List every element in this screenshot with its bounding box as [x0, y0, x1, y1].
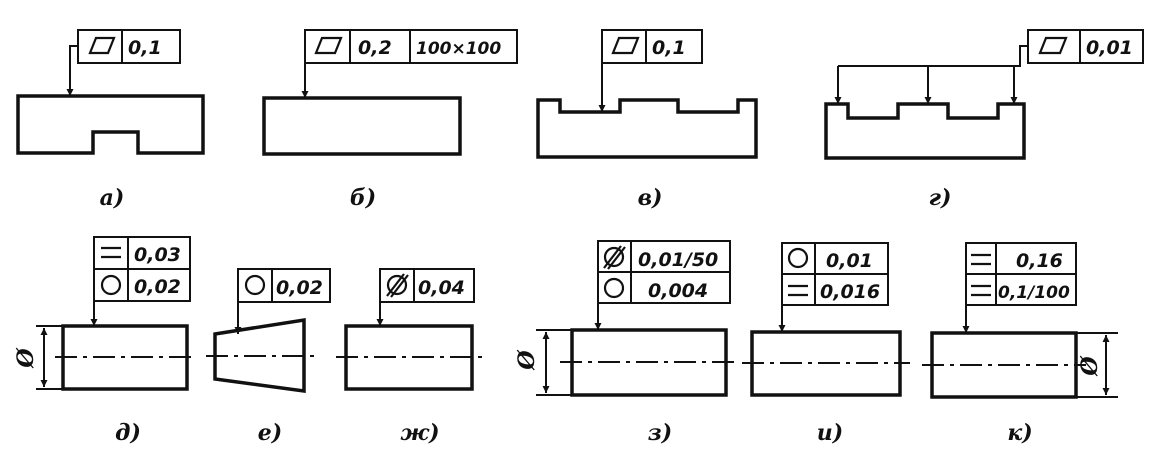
part-profile [536, 98, 758, 159]
tolerance-value: 0,04 [418, 277, 465, 299]
part-profile [16, 94, 205, 155]
tolerance-value: 0,01/50 [638, 249, 718, 271]
tolerance-area: 100×100 [416, 39, 501, 59]
caption: г) [929, 185, 952, 211]
tolerance-value: 0,004 [648, 280, 708, 302]
cylindricity-icon [603, 245, 626, 270]
leader-arrow [66, 45, 78, 96]
caption: к) [1007, 420, 1032, 446]
diameter-symbol: Ø [13, 348, 39, 369]
caption: и) [817, 420, 843, 446]
figure-zh: 0,04 ж) [336, 268, 484, 446]
tolerance-frame-e [237, 268, 331, 303]
caption: д) [115, 420, 141, 446]
figure-a: 0,1 а) [16, 29, 205, 211]
part-profile [824, 102, 1026, 160]
figure-b: 0,2 100×100 б) [262, 29, 518, 211]
leader-line [838, 45, 1028, 67]
diameter-symbol: Ø [1077, 356, 1103, 377]
part-profile [213, 317, 306, 394]
figure-e: 0,02 е) [206, 268, 331, 446]
tolerance-value: 0,016 [820, 281, 880, 303]
tolerance-value: 0,02 [276, 277, 323, 299]
diameter-symbol: Ø [514, 350, 540, 371]
tolerance-value: 0,03 [134, 244, 181, 266]
tolerance-value: 0,01 [826, 250, 873, 272]
tolerance-frame-z [597, 240, 731, 304]
caption: з) [648, 420, 672, 446]
tolerance-value: 0,1 [652, 37, 686, 59]
parallelism-icon [788, 284, 808, 297]
tolerance-value: 0,1 [128, 37, 162, 59]
roundness-icon [100, 274, 122, 296]
figure-d: 0,03 0,02 Ø д) [13, 236, 196, 446]
roundness-icon [244, 274, 266, 296]
tolerance-frame-i [781, 242, 889, 306]
figure-z: 0,01/50 0,004 Ø з) [514, 240, 738, 446]
caption: б) [350, 185, 376, 211]
tolerance-frame-k [965, 242, 1077, 306]
flatness-icon [611, 36, 640, 55]
flatness-icon [88, 36, 116, 55]
parallelism-icon [971, 253, 991, 297]
roundness-icon [787, 247, 809, 269]
figure-k: 0,16 0,1/100 Ø к) [922, 242, 1118, 446]
tolerance-frame-zh [379, 268, 475, 303]
figure-g: 0,01 г) [824, 29, 1144, 211]
cylindricity-icon [386, 273, 409, 298]
roundness-icon [603, 277, 625, 299]
tolerance-value: 0,01 [1086, 37, 1133, 59]
caption: е) [258, 420, 282, 446]
flatness-icon [1038, 36, 1068, 55]
tolerance-value: 0,1/100 [998, 283, 1070, 303]
flatness-icon [314, 36, 343, 55]
part-profile [61, 324, 189, 391]
tolerance-value: 0,2 [358, 37, 392, 59]
parallelism-icon [101, 246, 121, 259]
part-profile [262, 96, 462, 156]
caption: а) [100, 185, 125, 211]
tolerance-value: 0,16 [1016, 250, 1063, 272]
caption: ж) [400, 420, 439, 446]
figure-i: 0,01 0,016 и) [742, 242, 910, 446]
tolerance-value: 0,02 [134, 276, 181, 298]
tolerance-frame-d [93, 236, 191, 302]
caption: в) [638, 185, 663, 211]
figure-v: 0,1 в) [536, 29, 758, 211]
